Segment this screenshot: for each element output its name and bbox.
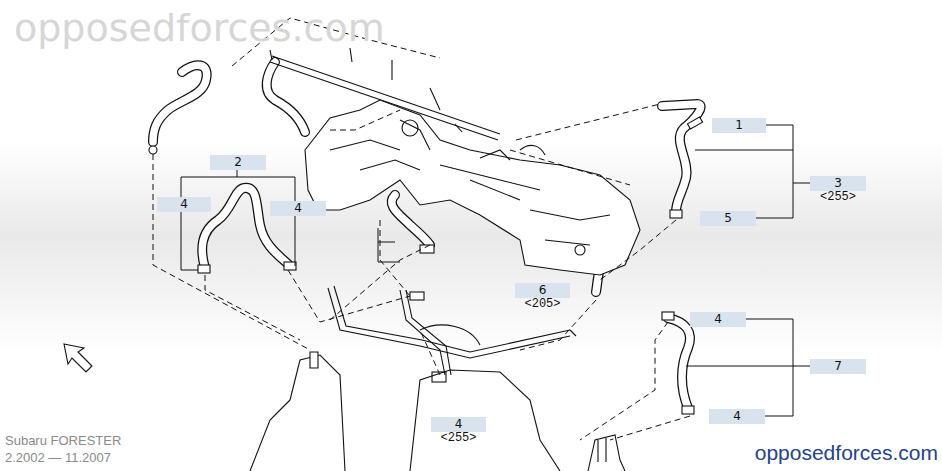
callout-node: 2 <box>210 155 266 170</box>
callout-number: 5 <box>700 211 756 226</box>
quantity-note: <205> <box>515 298 570 311</box>
callout-node: 4 <box>690 312 746 327</box>
callout-node: 7 <box>810 359 866 374</box>
callout-node: 4 <box>270 201 326 216</box>
callout-number: 4 <box>709 409 765 424</box>
callout-number: 6 <box>515 283 570 298</box>
watermark: opposedforces.com <box>14 6 385 50</box>
callout-number: 1 <box>712 118 766 133</box>
callout-node: 5 <box>700 211 756 226</box>
vehicle-note: 2.2002 — 11.2007 <box>5 450 111 465</box>
callout-number: 4 <box>690 312 746 327</box>
watermark: opposedforces.com <box>755 441 938 465</box>
quantity-note: <255> <box>431 432 486 445</box>
vehicle-note: Subaru FORESTER <box>5 433 121 448</box>
callout-node: 6<205> <box>515 283 570 311</box>
callout-node: 3<255> <box>810 176 866 204</box>
callout-number: 7 <box>810 359 866 374</box>
callout-node: 4 <box>709 409 765 424</box>
callout-node: 1 <box>712 118 766 133</box>
callout-number: 4 <box>157 197 211 212</box>
quantity-note: <255> <box>810 191 866 204</box>
callout-node: 4<255> <box>431 417 486 445</box>
callout-node: 4 <box>157 197 211 212</box>
callout-number: 4 <box>431 417 486 432</box>
callout-number: 2 <box>210 155 266 170</box>
callout-number: 4 <box>270 201 326 216</box>
callout-number: 3 <box>810 176 866 191</box>
